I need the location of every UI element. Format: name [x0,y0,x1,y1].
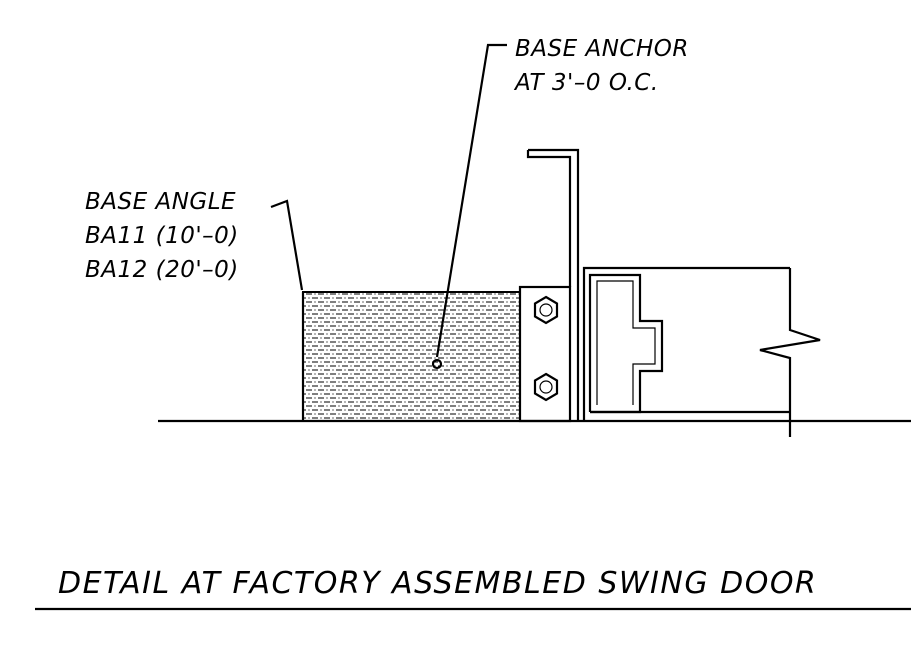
hex-nut-icon [533,372,559,402]
fastener-plate [518,285,572,423]
base-angle-leader [270,199,304,291]
detail-title: DETAIL AT FACTORY ASSEMBLED SWING DOOR [58,566,817,601]
break-line [759,268,821,437]
base-angle-label-line1: BASE ANGLE [85,189,236,215]
anchor-point-icon [431,358,443,370]
hex-nut-icon [533,295,559,325]
base-anchor-label-line1: BASE ANCHOR [515,36,689,62]
base-anchor-leader [431,43,507,370]
base-angle-label-line3: BA12 (20'–0) [85,257,239,283]
door-frame-profile [582,266,790,421]
base-anchor-label-line2: AT 3'–0 O.C. [513,70,659,96]
base-angle-label-line2: BA11 (10'–0) [85,223,239,249]
vertical-angle [526,148,580,421]
base-angle-block [301,291,521,422]
